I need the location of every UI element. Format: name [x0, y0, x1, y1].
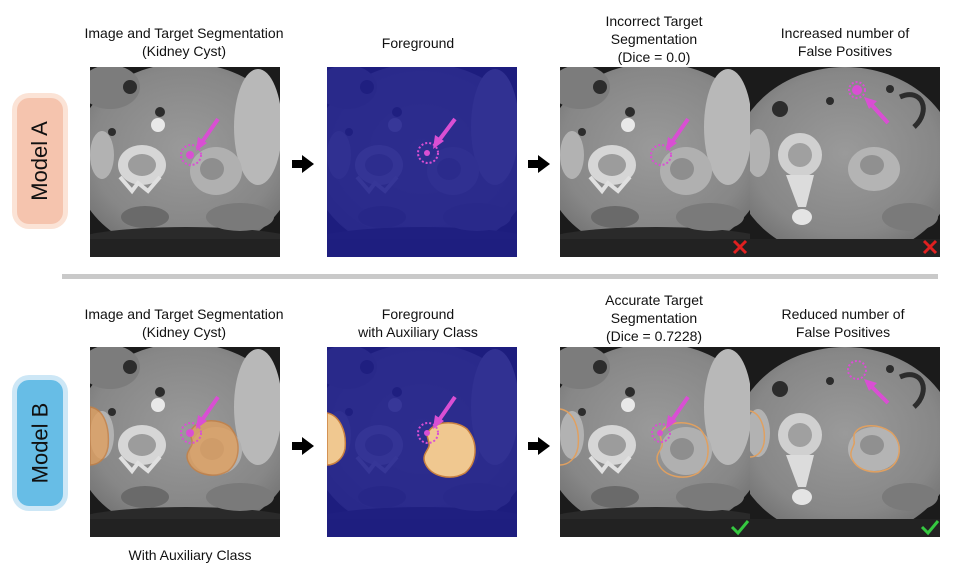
caption-line: with Auxiliary Class [358, 324, 478, 340]
auxiliary-kidney-outline [560, 408, 709, 478]
model-b-col3-caption: Accurate Target Segmentation (Dice = 0.7… [605, 291, 703, 345]
model-a-col3-caption: Incorrect Target Segmentation (Dice = 0.… [605, 12, 702, 66]
right-arrow-icon [528, 155, 550, 173]
caption-line: Accurate Target [605, 292, 703, 308]
cyst-ring [180, 144, 202, 166]
caption-line: Foreground [381, 35, 455, 51]
cross-icon [732, 239, 748, 255]
caption-line: Image and Target Segmentation [84, 306, 284, 322]
model-a-label-text: Model A [27, 121, 52, 201]
caption-line: (Kidney Cyst) [141, 324, 227, 340]
caption-line: (Dice = 0.7228) [605, 328, 703, 344]
cyst-ring [417, 142, 439, 164]
model-a-ct-image-target [90, 67, 280, 257]
model-a-col4-caption: Increased number of False Positives [781, 24, 909, 60]
pointer-arrow [868, 383, 890, 405]
cyst-ring [417, 422, 439, 444]
caption-line: With Auxiliary Class [128, 547, 252, 563]
cyst-ring [650, 144, 672, 166]
model-b-col1-caption: Image and Target Segmentation (Kidney Cy… [85, 305, 284, 341]
model-a-col2-caption: Foreground [382, 34, 454, 52]
model-a-label: Model A [17, 98, 63, 224]
cyst-target [186, 151, 194, 159]
cross-icon [922, 239, 938, 255]
right-arrow-icon [292, 155, 314, 173]
model-a-prediction-target [560, 67, 750, 257]
false-positive-region [852, 85, 862, 95]
pointer-arrow [868, 101, 890, 125]
auxiliary-kidney-mask [327, 412, 476, 478]
model-b-label: Model B [17, 380, 63, 506]
model-b-col4-caption: Reduced number of False Positives [782, 305, 905, 341]
cyst-target [186, 429, 194, 437]
cyst-ring [651, 423, 671, 443]
cyst-target [424, 150, 430, 156]
false-positive-ring [847, 360, 867, 380]
caption-line: (Dice = 0.0) [617, 49, 691, 65]
caption-line: Segmentation [610, 310, 698, 326]
right-arrow-icon [292, 437, 314, 455]
caption-line: Reduced number of [781, 306, 905, 322]
check-icon [920, 520, 940, 536]
auxiliary-kidney-outline [750, 410, 900, 473]
model-a-foreground-map [327, 67, 517, 257]
row-divider [62, 274, 938, 279]
model-b-prediction-target [560, 347, 750, 537]
model-b-foreground-aux-map [327, 347, 517, 537]
model-b-false-positive-slice [750, 347, 940, 537]
cyst-target [424, 430, 430, 436]
caption-line: False Positives [797, 43, 893, 59]
check-icon [730, 520, 750, 536]
caption-line: Segmentation [610, 31, 698, 47]
model-a-false-positive-slice [750, 67, 940, 257]
model-b-ct-image-target-aux [90, 347, 280, 537]
caption-line: Foreground [381, 306, 455, 322]
caption-line: Image and Target Segmentation [84, 25, 284, 41]
caption-line: Increased number of [780, 25, 910, 41]
model-b-label-text: Model B [27, 402, 52, 484]
cyst-target [657, 430, 663, 436]
caption-line: (Kidney Cyst) [141, 43, 227, 59]
model-a-col1-caption: Image and Target Segmentation (Kidney Cy… [85, 24, 284, 60]
right-arrow-icon [528, 437, 550, 455]
cyst-ring [180, 422, 202, 444]
auxiliary-kidney-mask [90, 406, 239, 476]
model-b-footer-caption: With Auxiliary Class [129, 546, 252, 564]
caption-line: False Positives [795, 324, 891, 340]
model-b-col2-caption: Foreground with Auxiliary Class [358, 305, 478, 341]
caption-line: Incorrect Target [605, 13, 703, 29]
false-positive-ring [848, 81, 866, 99]
